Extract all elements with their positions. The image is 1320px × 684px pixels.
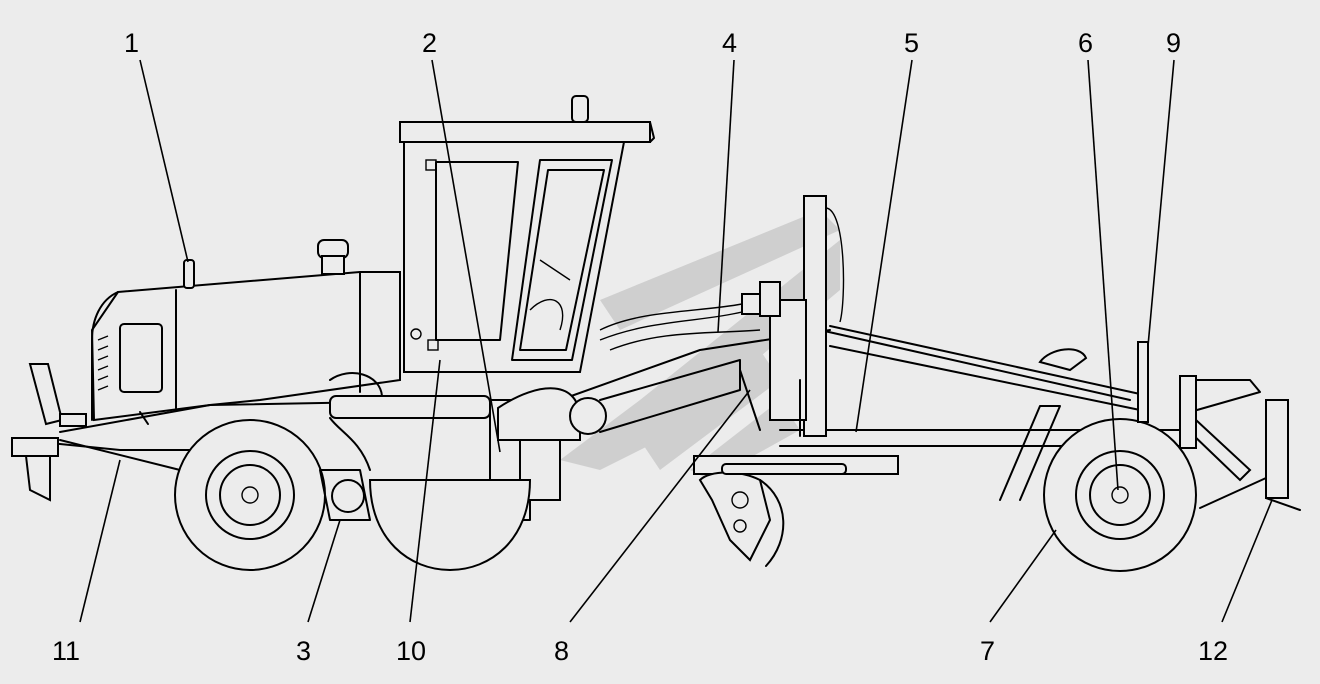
callout-11: 11 [52,636,80,666]
leader-lines [79,59,1273,623]
callout-9: 9 [1166,28,1181,58]
callout-10: 10 [396,636,426,666]
front-dozer [1179,375,1301,511]
operator-cab [399,95,655,373]
main-frame [19,329,831,521]
engine-hood [90,239,401,425]
callout-4: 4 [722,28,737,58]
rear-wheel-2 [368,479,532,572]
callout-3: 3 [296,636,311,666]
rear-wheel-1 [174,419,326,571]
callout-12: 12 [1198,636,1228,666]
rear-ripper [11,363,87,502]
callout-labels: 1 2 4 5 6 9 11 3 10 8 7 12 [52,28,1228,666]
balancer-bogie [319,469,371,521]
front-wheel [999,341,1197,572]
callout-6: 6 [1078,28,1093,58]
callout-2: 2 [422,28,437,58]
callout-8: 8 [554,636,569,666]
moldboard-blade [693,455,899,567]
callout-1: 1 [124,28,139,58]
callout-5: 5 [904,28,919,58]
callout-7: 7 [980,636,995,666]
